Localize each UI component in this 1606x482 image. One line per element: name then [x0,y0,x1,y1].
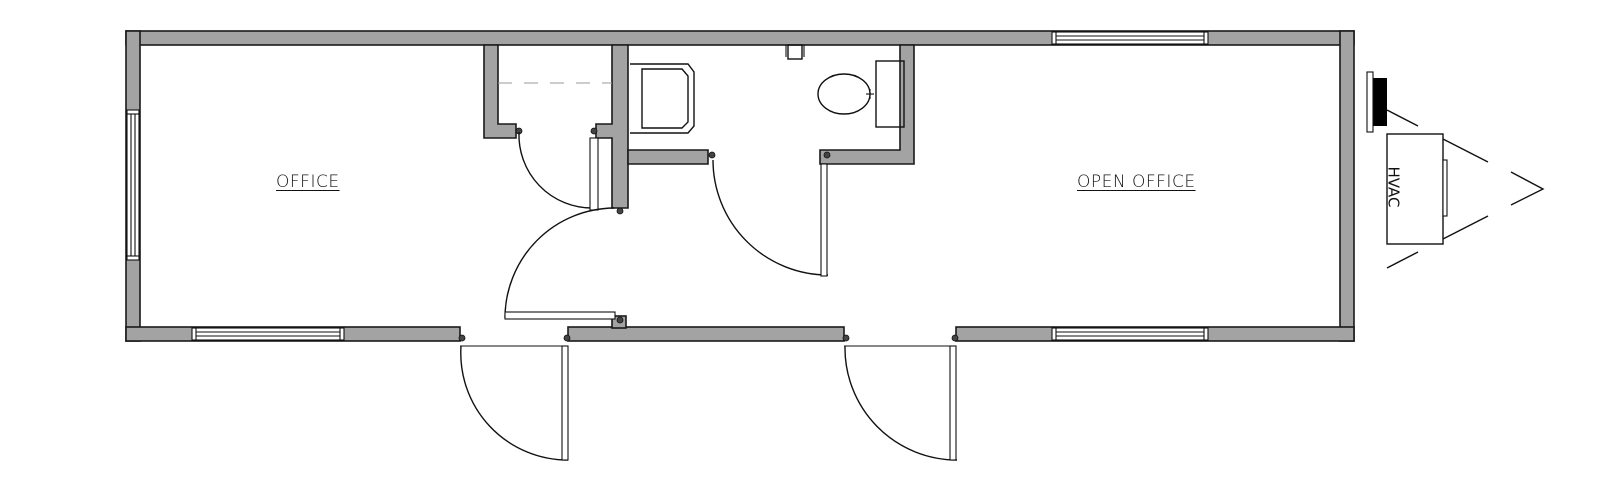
toilet-paper-holder [785,44,805,60]
interior-walls [483,44,915,329]
window-office-west [126,109,140,261]
window-office-south [191,327,345,341]
window-open-office-north [1051,31,1209,45]
sink [630,63,695,134]
exterior-walls [125,30,1355,342]
hvac-unit [1366,71,1545,269]
window-open-office-south [1051,327,1209,341]
windows [126,31,1209,341]
room-label-office: OFFICE [276,172,340,192]
exterior-door-west[interactable] [458,334,571,461]
room-label-open-office: OPEN OFFICE [1077,172,1196,192]
restroom-door[interactable] [708,151,831,277]
hvac-label: HVAC [1384,166,1403,208]
restroom-fixtures [630,44,905,134]
toilet-tank [875,60,905,128]
office-door[interactable] [504,207,624,324]
exterior-door-east[interactable] [842,334,959,461]
doors [458,127,959,461]
